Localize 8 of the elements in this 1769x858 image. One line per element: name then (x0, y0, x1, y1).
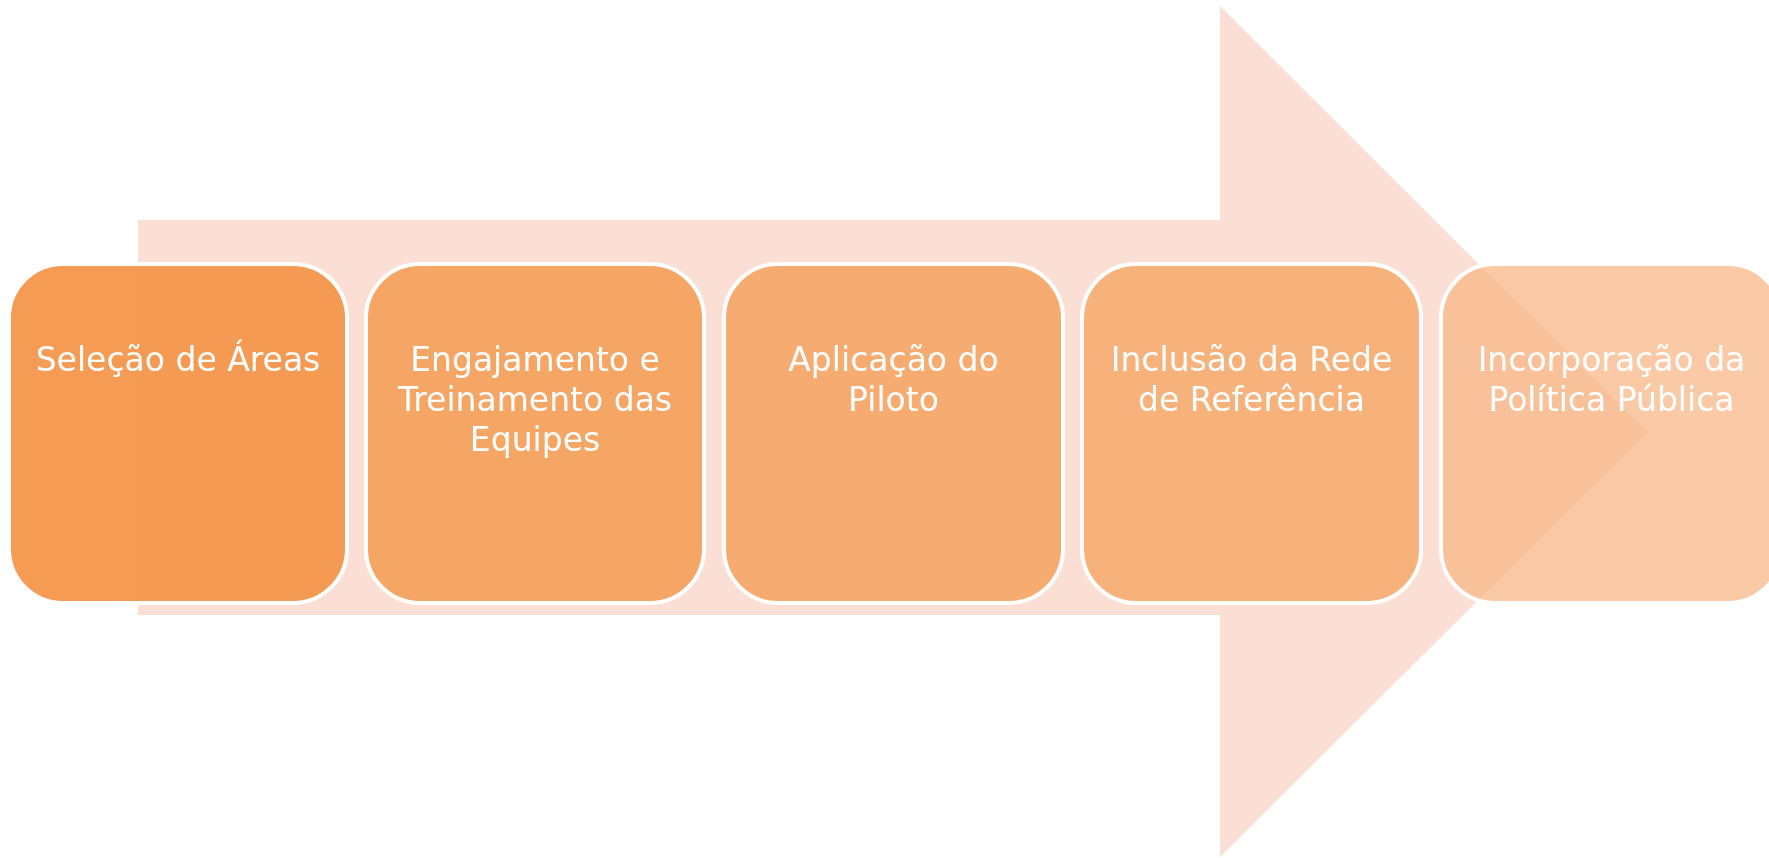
process-box (364, 262, 706, 605)
step-label: Aplicação do Piloto (787, 340, 1000, 420)
step-label: Seleção de Áreas (35, 340, 321, 380)
step-label: Incorporação da Política Pública (1476, 340, 1747, 420)
step-label: Inclusão da Rede de Referência (1109, 340, 1394, 420)
step-label: Engajamento e Treinamento das Equipes (396, 340, 674, 460)
process-box (722, 262, 1065, 605)
process-box (1080, 262, 1423, 605)
